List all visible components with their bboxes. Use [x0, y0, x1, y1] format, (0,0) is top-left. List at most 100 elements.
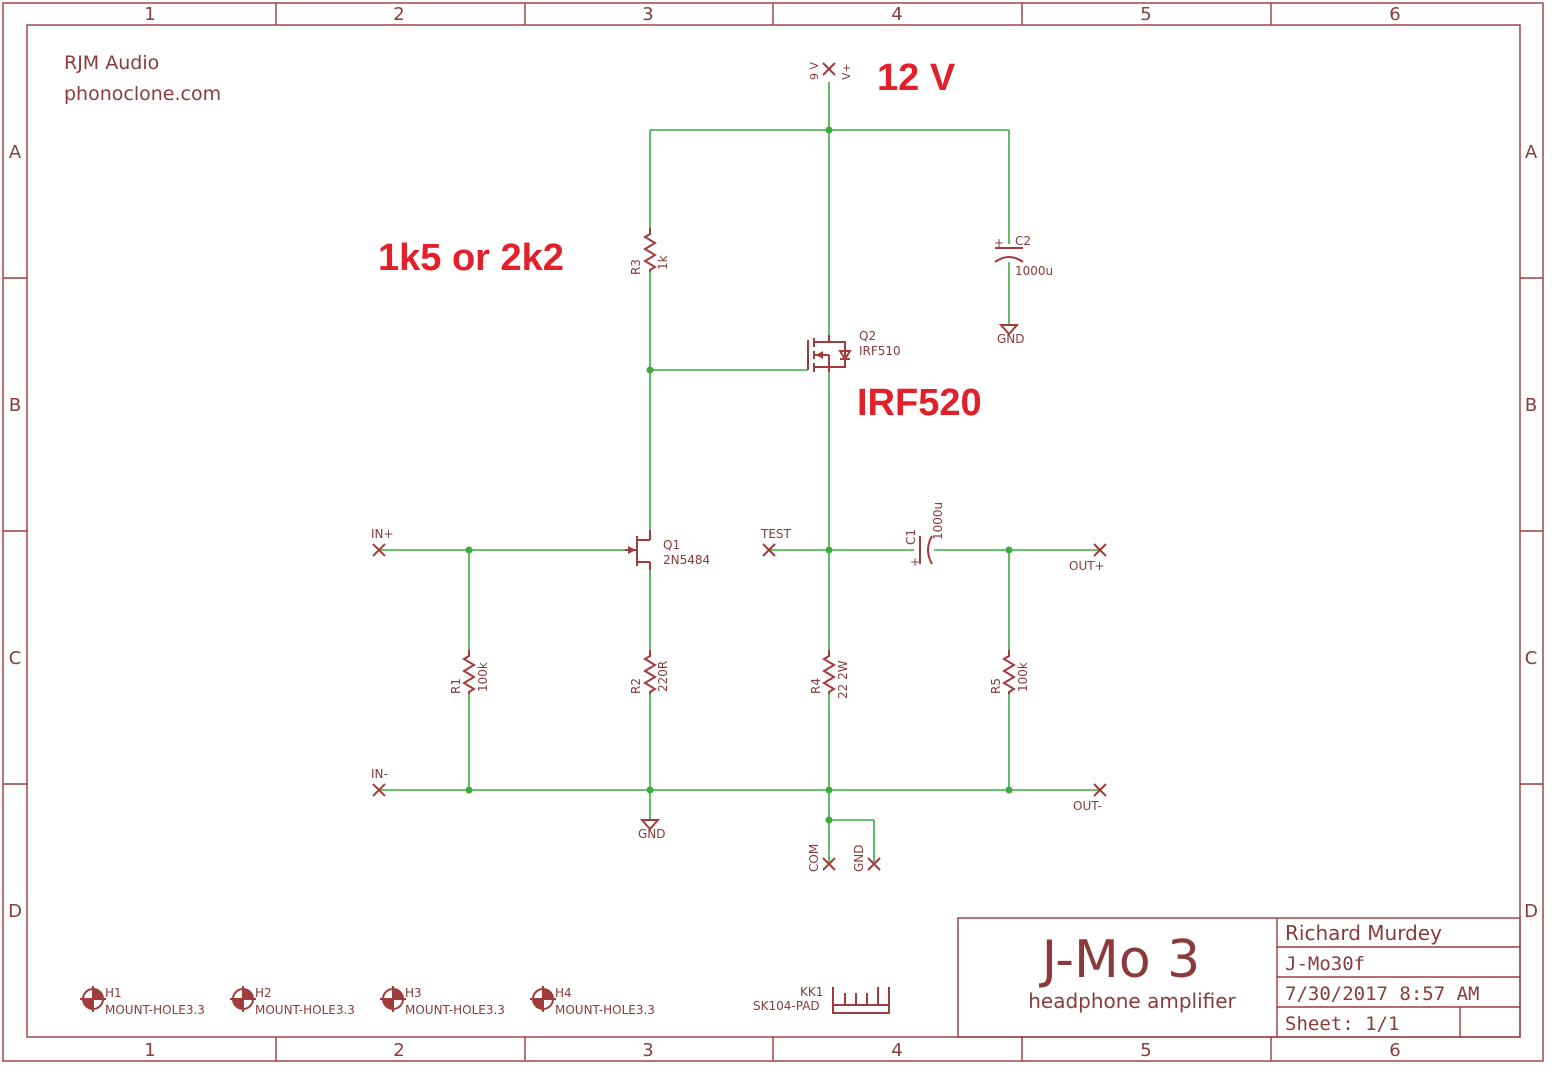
q1-value: 2N5484 [663, 553, 710, 567]
gnd-label: GND [997, 332, 1025, 346]
test-label: TEST [760, 527, 792, 541]
column-label: 2 [393, 1040, 404, 1061]
heatsink-kk1: KK1 SK104-PAD [753, 985, 890, 1014]
c2-name: C2 [1015, 234, 1031, 248]
date-time: 7/30/2017 8:57 AM [1285, 983, 1479, 1005]
r1-value: 100k [476, 662, 490, 692]
c2-plus-sign: + [994, 236, 1004, 250]
junction-dot [1005, 546, 1013, 554]
supply-label-vplus: V+ [840, 63, 853, 80]
h3-name: H3 [405, 986, 422, 1000]
drawing-title: J-Mo 3 [1039, 930, 1201, 990]
junction-dot [1005, 786, 1013, 794]
mount-hole-h2: H2 MOUNT-HOLE3.3 [230, 986, 355, 1017]
q2-name: Q2 [859, 329, 876, 343]
gnd-label: GND [638, 827, 666, 841]
q2-alternative-note: IRF520 [857, 382, 982, 424]
junctions [465, 126, 1013, 824]
author: Richard Murdey [1285, 921, 1442, 945]
out-minus-label: OUT- [1073, 799, 1102, 813]
out-plus-label: OUT+ [1069, 559, 1105, 573]
pin-out-plus: OUT+ [1069, 543, 1107, 573]
title-block: J-Mo 3 headphone amplifier Richard Murde… [957, 917, 1521, 1038]
h2-value: MOUNT-HOLE3.3 [255, 1003, 355, 1017]
column-label: 2 [393, 4, 404, 25]
r3-name: R3 [629, 259, 643, 275]
junction-dot [646, 786, 654, 794]
pin-test: TEST [760, 527, 792, 557]
website: phonoclone.com [64, 83, 221, 105]
kk1-value: SK104-PAD [753, 999, 820, 1013]
row-labels-left: A B C D [8, 142, 22, 922]
column-label: 3 [642, 4, 653, 25]
sheet-number: Sheet: 1/1 [1285, 1013, 1399, 1035]
r3-value: 1k [656, 255, 670, 270]
capacitor-c2: + C2 1000u [994, 234, 1053, 278]
column-labels-top: 1 2 3 4 5 6 [144, 4, 1400, 25]
in-plus-label: IN+ [371, 527, 394, 541]
resistor-r1: R1 100k [449, 650, 490, 694]
junction-dot [646, 366, 654, 374]
file-name: J-Mo30f [1285, 953, 1365, 975]
kk1-name: KK1 [800, 985, 823, 999]
column-label: 4 [891, 4, 902, 25]
r2-value: 220R [656, 661, 670, 692]
column-label: 6 [1389, 4, 1400, 25]
mount-hole-h1: H1 MOUNT-HOLE3.3 [80, 986, 205, 1017]
r5-value: 100k [1016, 662, 1030, 692]
row-label: B [1525, 395, 1537, 416]
h4-name: H4 [555, 986, 572, 1000]
supply-label-9v: 9 V [808, 62, 821, 80]
junction-dot [825, 546, 833, 554]
h1-value: MOUNT-HOLE3.3 [105, 1003, 205, 1017]
h4-value: MOUNT-HOLE3.3 [555, 1003, 655, 1017]
row-label: A [9, 142, 22, 163]
column-label: 1 [144, 1040, 155, 1061]
pin-gnd: GND [852, 844, 881, 872]
column-label: 6 [1389, 1040, 1400, 1061]
row-labels-right: A B C D [1524, 142, 1538, 922]
column-label: 3 [642, 1040, 653, 1061]
supply-pin: 9 V V+ [808, 62, 853, 80]
mosfet-q2: Q2 IRF510 [807, 329, 901, 372]
row-label: B [9, 395, 21, 416]
row-label: C [1525, 648, 1538, 669]
junction-dot [465, 546, 473, 554]
column-label: 5 [1140, 4, 1151, 25]
r4-name: R4 [809, 678, 823, 694]
ground-symbol-c2: GND [997, 324, 1025, 346]
r3-alternative-note: 1k5 or 2k2 [378, 237, 564, 279]
gnd-pin-label: GND [852, 844, 866, 872]
resistor-r5: R5 100k [989, 650, 1030, 694]
pin-in-plus: IN+ [371, 527, 394, 557]
company-name: RJM Audio [64, 52, 159, 74]
jfet-q1: Q1 2N5484 [625, 530, 710, 570]
wires [379, 82, 1100, 862]
r2-name: R2 [629, 678, 643, 694]
q2-value: IRF510 [859, 344, 901, 358]
row-label: A [1525, 142, 1538, 163]
c2-value: 1000u [1015, 264, 1053, 278]
junction-dot [825, 786, 833, 794]
row-label: C [9, 648, 22, 669]
c1-value: 1000u [931, 502, 945, 540]
pin-in-minus: IN- [371, 767, 388, 797]
c1-name: C1 [904, 529, 918, 545]
r4-value: 22 2W [836, 660, 850, 699]
in-minus-label: IN- [371, 767, 388, 781]
junction-dot [465, 786, 473, 794]
ground-symbol-main: GND [638, 819, 666, 841]
column-labels-bottom: 1 2 3 4 5 6 [144, 1040, 1400, 1061]
h2-name: H2 [255, 986, 272, 1000]
column-label: 5 [1140, 1040, 1151, 1061]
mount-hole-h4: H4 MOUNT-HOLE3.3 [530, 986, 655, 1017]
resistor-r4: R4 22 2W [809, 650, 850, 699]
junction-dot [825, 816, 833, 824]
junction-dot [825, 126, 833, 134]
supply-voltage-note: 12 V [877, 57, 956, 99]
pin-out-minus: OUT- [1073, 783, 1107, 813]
r1-name: R1 [449, 678, 463, 694]
com-label: COM [807, 844, 821, 872]
r5-name: R5 [989, 678, 1003, 694]
